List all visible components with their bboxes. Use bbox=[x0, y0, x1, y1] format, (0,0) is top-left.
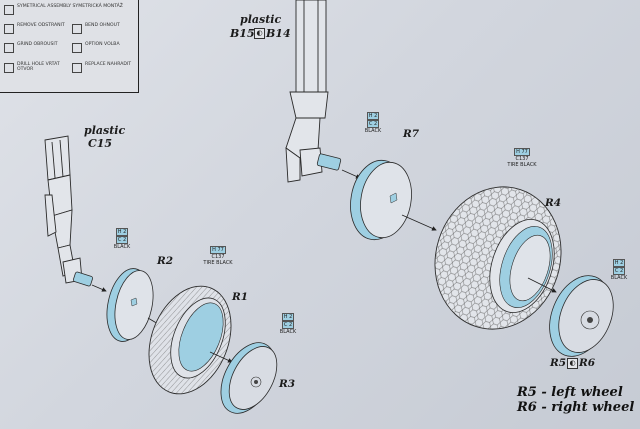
bend-icon bbox=[72, 24, 82, 34]
symmetry-icon bbox=[4, 5, 14, 15]
paint-tag-r5: H 2 C 2 BLACK bbox=[610, 259, 628, 281]
legend-item: GRIND OBROUSIT bbox=[4, 41, 64, 59]
symmetry-icon: ◐ bbox=[254, 28, 265, 39]
right-axle bbox=[316, 153, 361, 179]
drill-icon bbox=[4, 63, 14, 73]
part-label-c15: C15 bbox=[88, 137, 113, 150]
part-label-r3: R3 bbox=[279, 378, 296, 390]
left-gear-leg bbox=[44, 135, 83, 284]
r7-hub bbox=[350, 159, 437, 241]
part-label-r4: R4 bbox=[545, 197, 562, 209]
part-label-r1: R1 bbox=[232, 291, 249, 303]
legend-item: REMOVE ODSTRANIT bbox=[4, 22, 65, 40]
r3-hub bbox=[220, 342, 278, 414]
right-gear-leg bbox=[285, 0, 329, 183]
legend-item: SYMETRICAL ASSEMBLY SYMETRICKÁ MONTÁŽ bbox=[4, 3, 123, 21]
legend-item: DRILL HOLE VRTAT OTVOR bbox=[4, 61, 64, 79]
part-label-r7: R7 bbox=[403, 128, 420, 140]
r1-tire bbox=[148, 285, 233, 395]
part-label-r2: R2 bbox=[157, 255, 174, 267]
part-label-b15: B15 bbox=[230, 27, 255, 40]
legend-item: REPLACE NAHRADIT bbox=[72, 61, 132, 79]
left-axle bbox=[73, 271, 107, 292]
replace-icon bbox=[72, 63, 82, 73]
symmetry-icon: ◐ bbox=[567, 358, 578, 369]
legend-item: BEND OHNOUT bbox=[72, 22, 132, 40]
r5-r6-hub bbox=[549, 275, 614, 357]
option-icon bbox=[72, 43, 82, 53]
paint-tag-r4: H 77 C137 TIRE BLACK bbox=[507, 148, 537, 168]
part-label-b14: B14 bbox=[266, 27, 291, 40]
r2-hub bbox=[106, 268, 166, 342]
note-right-wheel: R6 - right wheel bbox=[517, 400, 635, 415]
remove-icon bbox=[4, 24, 14, 34]
paint-tag-r7: H 2 C 2 BLACK bbox=[364, 112, 382, 134]
material-label-left: plastic bbox=[84, 124, 126, 137]
r4-tire bbox=[434, 186, 562, 330]
material-label-right: plastic bbox=[240, 13, 282, 26]
legend-item: OPTION VOLBA bbox=[72, 41, 132, 59]
part-label-r5: R5 bbox=[550, 357, 567, 369]
wheel-side-note: R5 - left wheel R6 - right wheel bbox=[517, 385, 634, 415]
paint-tag-r3: H 2 C 2 BLACK bbox=[279, 313, 297, 335]
symbol-legend: SYMETRICAL ASSEMBLY SYMETRICKÁ MONTÁŽ RE… bbox=[0, 0, 139, 93]
part-label-r6: R6 bbox=[579, 357, 596, 369]
paint-tag-r1: H 77 C137 TIRE BLACK bbox=[203, 246, 233, 266]
grind-icon bbox=[4, 43, 14, 53]
note-left-wheel: R5 - left wheel bbox=[517, 385, 623, 400]
paint-tag-r2: H 2 C 2 BLACK bbox=[113, 228, 131, 250]
